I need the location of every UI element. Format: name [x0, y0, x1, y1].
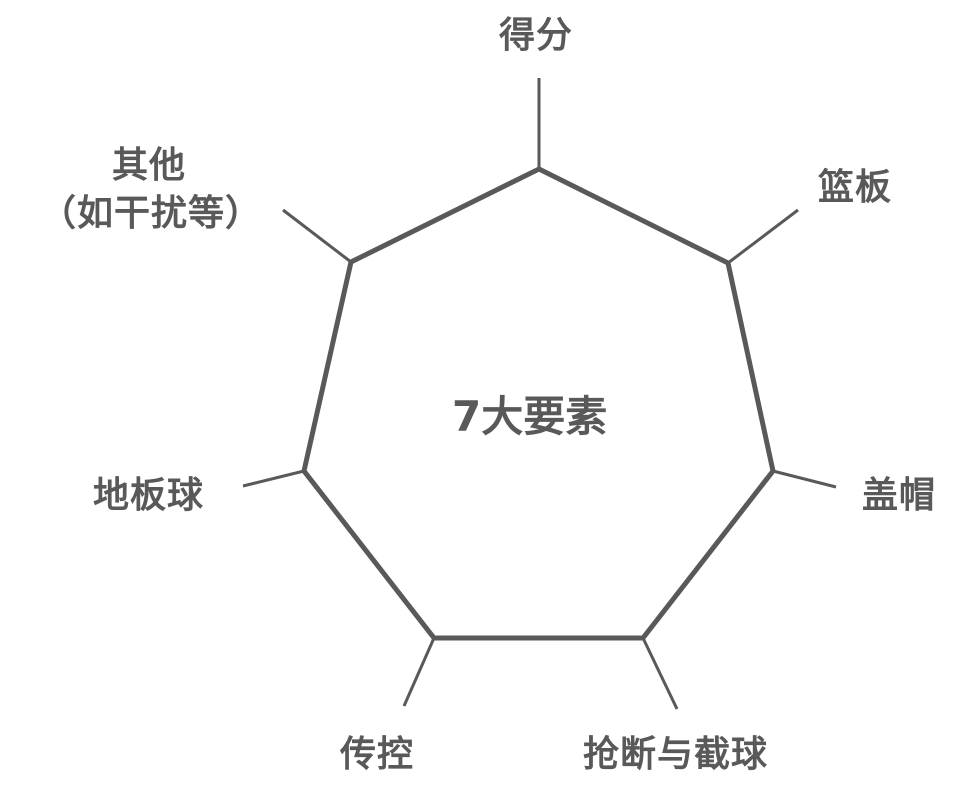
label-scoring: 得分 — [499, 15, 574, 56]
heptagon-outline — [301, 166, 776, 641]
label-steal-intercept: 抢断与截球 — [583, 734, 769, 775]
center-label: 7大要素 — [452, 392, 608, 441]
spoke-passing — [402, 637, 436, 707]
label-other-detail: （如干扰等） — [40, 193, 263, 234]
label-floorball: 地板球 — [93, 475, 205, 516]
spoke-rebound — [727, 208, 799, 265]
label-block: 盖帽 — [862, 475, 937, 516]
spoke-other — [282, 208, 352, 264]
label-passing: 传控 — [340, 734, 415, 775]
spoke-block — [772, 469, 837, 489]
spoke-floorball — [242, 469, 305, 488]
label-rebound: 篮板 — [818, 167, 893, 208]
label-other: 其他 — [112, 145, 187, 186]
spoke-steal — [641, 637, 679, 710]
